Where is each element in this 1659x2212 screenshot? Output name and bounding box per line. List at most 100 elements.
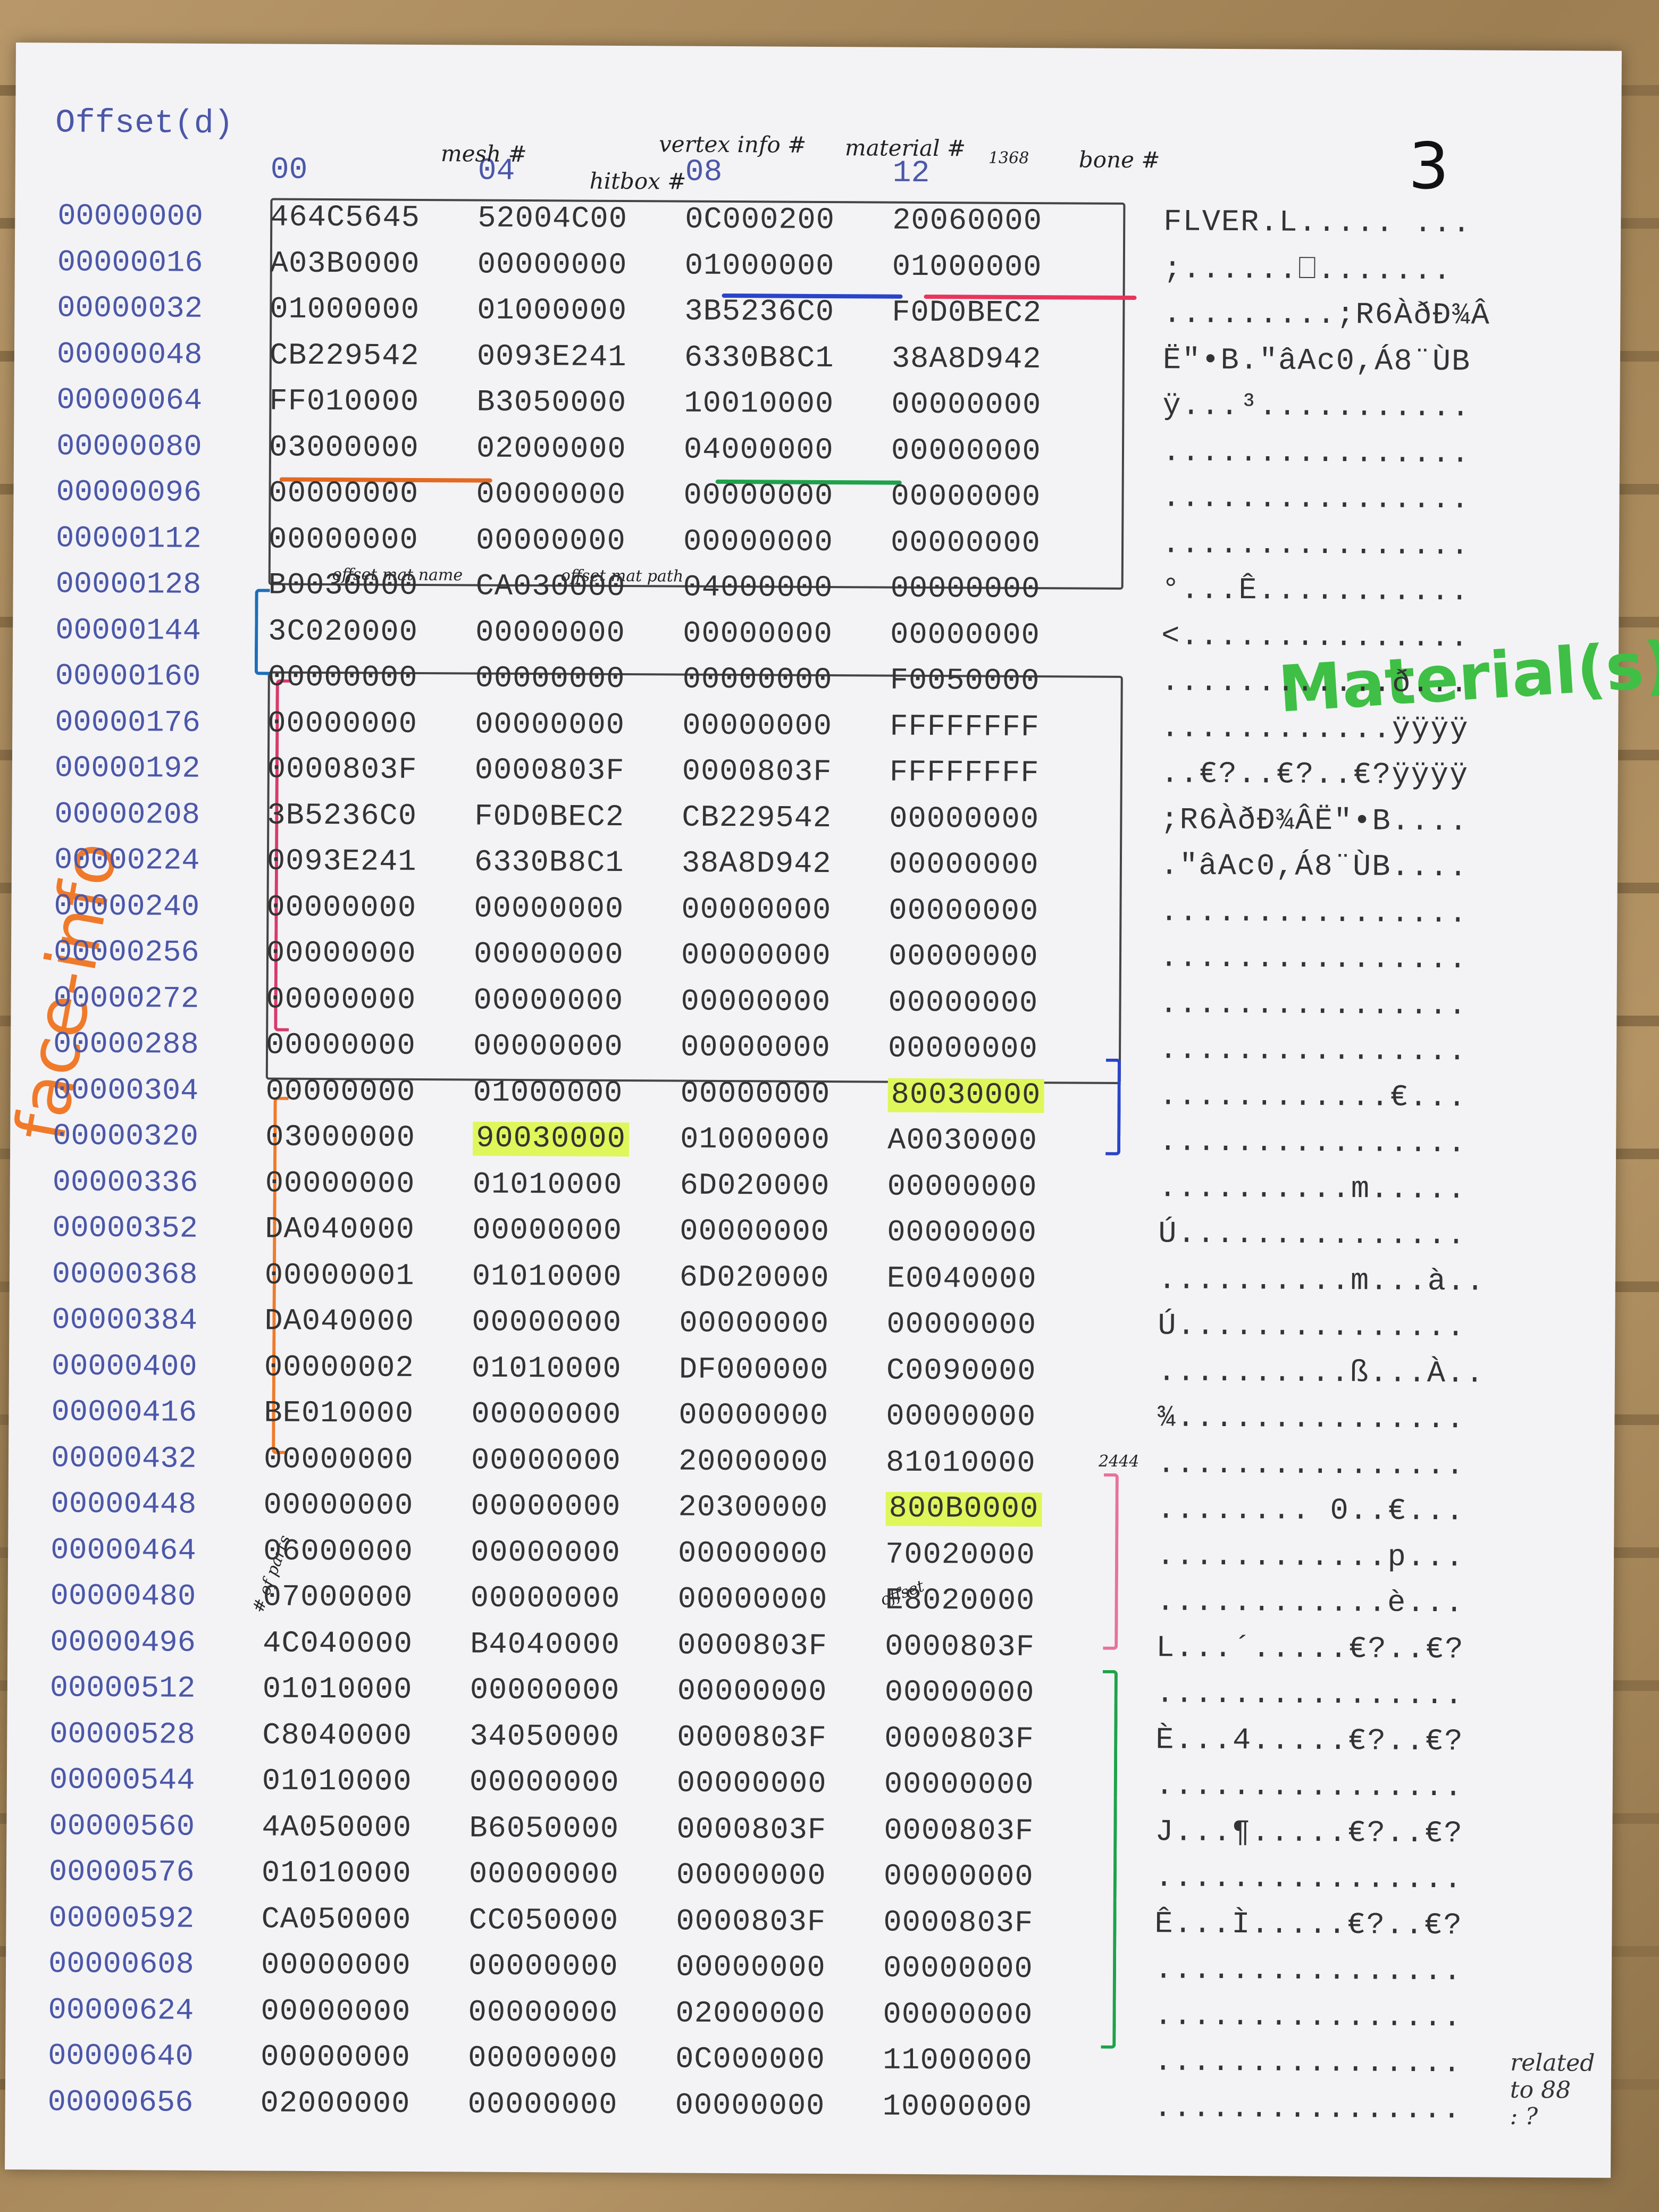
hex-cell: 00000000 [677, 1537, 828, 1572]
hex-cell: 01010000 [472, 1168, 623, 1203]
hex-cell: CC050000 [468, 1904, 619, 1939]
ascii-text: ................ [1159, 1033, 1468, 1069]
hex-cell: 00000000 [889, 894, 1039, 929]
hex-cell: F0050000 [890, 664, 1040, 699]
ascii-text: ................ [1155, 1769, 1464, 1805]
hex-cell: FFFFFFFF [890, 710, 1040, 745]
hex-cell: 00000000 [269, 476, 419, 512]
ascii-text: ............p... [1156, 1539, 1465, 1575]
row-offset: 00000144 [55, 613, 202, 649]
ascii-text: ."âAc0,Á8¨ÙB.... [1160, 849, 1469, 885]
row-offset: 00000496 [50, 1625, 196, 1661]
offset-header: Offset(d) [55, 104, 234, 143]
hex-cell: 10010000 [684, 387, 834, 422]
row-offset: 00000272 [53, 981, 199, 1017]
hex-cell: 01000000 [684, 249, 835, 284]
row-offset: 00000320 [53, 1119, 199, 1154]
hex-cell: 34050000 [470, 1720, 620, 1755]
row-offset: 00000528 [49, 1717, 196, 1753]
hex-cell: 0000803F [677, 1721, 827, 1756]
hex-cell: 00000000 [265, 1074, 416, 1110]
hex-cell: 00000000 [883, 1951, 1033, 1987]
hex-cell: 20000000 [678, 1445, 828, 1480]
hex-cell: 01010000 [262, 1764, 412, 1799]
row-offset: 00000400 [51, 1349, 197, 1385]
row-offset: 00000336 [52, 1165, 198, 1201]
hex-cell: 00000000 [472, 1305, 622, 1340]
ascii-text: ................ [1162, 435, 1471, 471]
hex-cell: 00000000 [471, 1397, 622, 1432]
hex-cell: 00000000 [681, 893, 832, 928]
hex-cell: CA030000 [475, 569, 626, 605]
ascii-text: ................ [1155, 1677, 1464, 1713]
hex-cell: 00000000 [891, 388, 1042, 423]
hex-cell: F0D0BEC2 [474, 800, 625, 835]
hex-cell: 03000000 [269, 431, 419, 466]
hex-cell: B6050000 [469, 1812, 619, 1847]
hex-cell: 00000000 [891, 480, 1041, 515]
hex-cell: 00000000 [889, 848, 1039, 883]
hex-cell: 81010000 [885, 1446, 1036, 1481]
ascii-text: ..........ß...À.. [1157, 1355, 1485, 1391]
hex-cell: 00000000 [268, 523, 418, 558]
hex-cell: 00000000 [265, 1028, 416, 1063]
ascii-text: <............... [1161, 619, 1470, 655]
hex-cell: 02000000 [675, 1997, 826, 2032]
hex-cell: 01000000 [473, 1076, 623, 1111]
hex-cell: 01000000 [892, 250, 1042, 285]
hex-cell: 6D020000 [680, 1169, 830, 1204]
row-offset: 00000448 [51, 1487, 197, 1522]
hex-cell: 00000000 [676, 1858, 826, 1894]
hex-cell: 38A8D942 [891, 342, 1042, 377]
hex-cell: FF010000 [269, 384, 420, 420]
ascii-text: Ú............... [1158, 1217, 1467, 1253]
hex-cell: 6D020000 [679, 1261, 830, 1296]
hex-cell: 00000000 [678, 1398, 829, 1434]
hex-cell: CB229542 [682, 801, 832, 836]
ascii-text: ..........m...à.. [1158, 1263, 1486, 1300]
ascii-text: ................ [1159, 1125, 1467, 1161]
hex-cell: 52004C00 [477, 202, 628, 237]
ascii-text: ................ [1154, 1953, 1463, 1989]
hex-cell: 00000000 [683, 525, 833, 560]
row-offset: 00000000 [57, 199, 204, 234]
row-offset: 00000224 [54, 843, 200, 878]
hex-cell: E8020000 [885, 1583, 1035, 1619]
ascii-text: ;R6ÀðÐ¾ÂË"•B.... [1160, 803, 1469, 839]
row-offset: 00000160 [55, 659, 201, 694]
hex-cell: 00000000 [266, 936, 416, 971]
ascii-text: ¾............... [1157, 1401, 1465, 1437]
ascii-text: FLVER.L..... ... [1163, 205, 1472, 241]
ascii-text: È...4.....€?..€? [1155, 1723, 1464, 1759]
hex-cell: BE010000 [264, 1396, 414, 1431]
hex-cell: 70020000 [885, 1538, 1035, 1573]
hex-cell: 00000000 [471, 1444, 621, 1479]
hex-cell: 00000000 [475, 708, 625, 743]
hex-cell: 00000000 [474, 892, 624, 927]
ascii-text: ÿ...³........... [1162, 389, 1471, 425]
hex-cell: 00000000 [261, 1948, 411, 1983]
ascii-text: ............è... [1156, 1585, 1465, 1621]
hex-cell: 00000000 [890, 526, 1041, 561]
hex-cell: 00000000 [683, 617, 833, 652]
hex-cell: FFFFFFFF [889, 756, 1040, 791]
row-offset: 00000608 [48, 1947, 194, 1982]
hex-cell: 01010000 [472, 1260, 622, 1295]
ascii-text: °...Ê........... [1161, 573, 1470, 609]
hex-cell: 00000000 [680, 1030, 831, 1066]
hex-cell: 00000002 [264, 1350, 414, 1386]
